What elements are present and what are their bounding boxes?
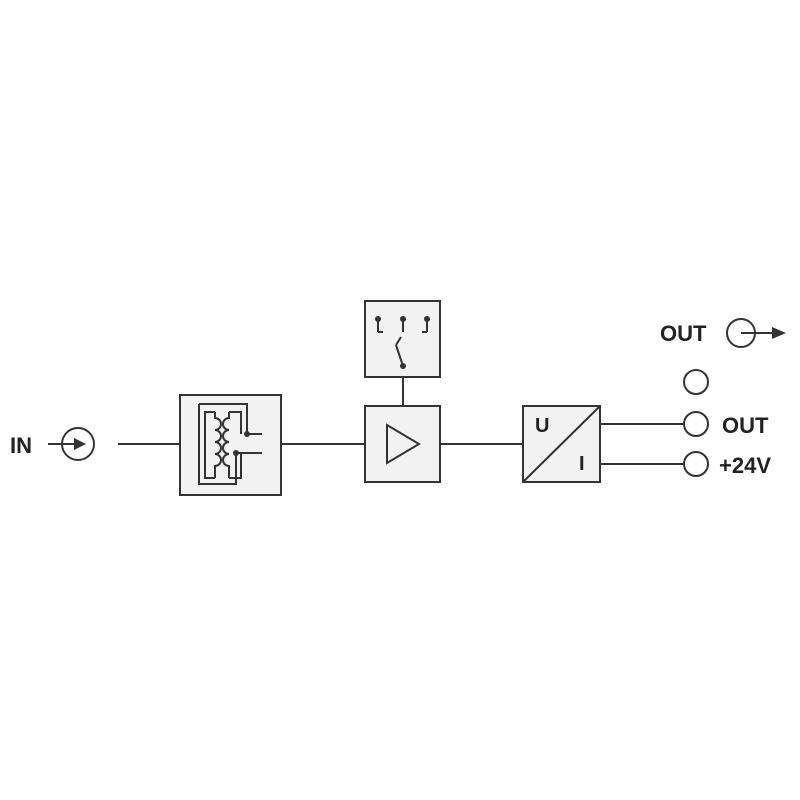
switch-block — [364, 300, 441, 378]
voltage-current-converter-block: U I — [522, 405, 601, 483]
switch-icon — [375, 316, 430, 369]
supply-terminal — [683, 451, 709, 477]
u-label: U — [535, 415, 549, 437]
in-label: IN — [10, 433, 32, 458]
i-label: I — [579, 453, 585, 475]
amplifier-block — [364, 405, 441, 483]
supply-label: +24V — [719, 453, 771, 478]
u-i-converter-icon — [522, 405, 601, 483]
isolation-transformer-block — [179, 394, 282, 496]
amplifier-triangle-icon — [386, 423, 421, 465]
out-terminal — [683, 411, 709, 437]
transformer-icon — [198, 403, 262, 485]
unused-terminal — [683, 369, 709, 395]
output-arrow-icon — [726, 318, 786, 348]
input-arrow-icon — [48, 427, 95, 461]
out-top-label: OUT — [660, 321, 707, 346]
out-label: OUT — [722, 413, 769, 438]
